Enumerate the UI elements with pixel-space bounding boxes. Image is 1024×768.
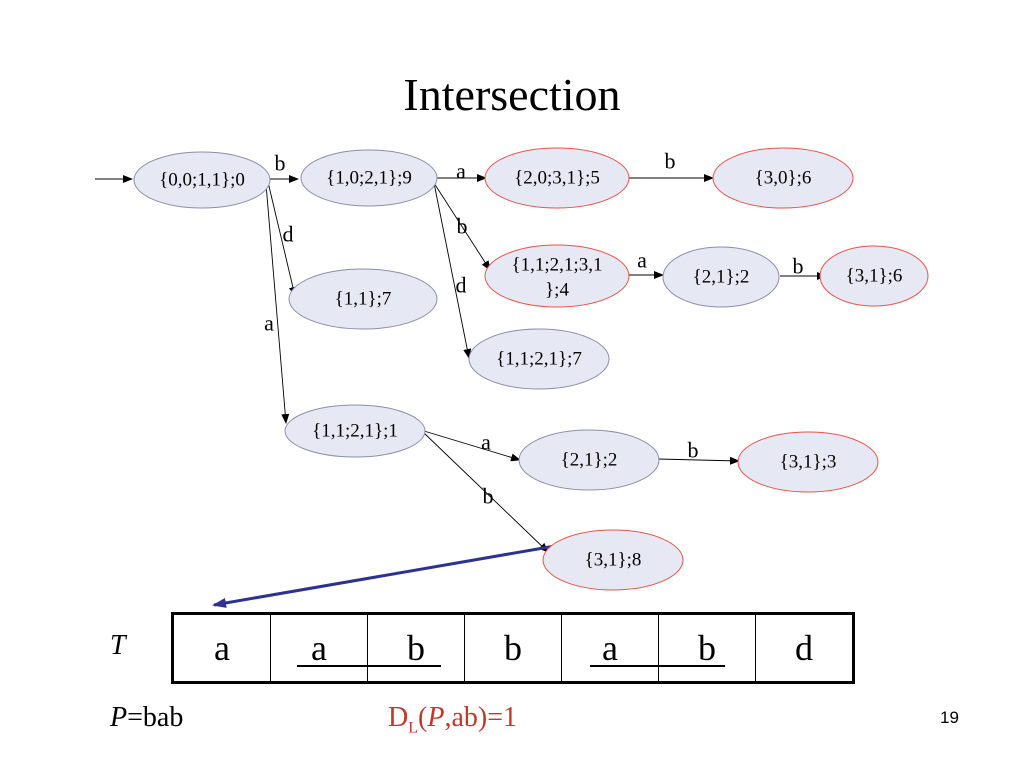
pattern-value: =bab [127, 702, 184, 733]
distance-rest: ,ab)=1 [444, 702, 517, 733]
edge-n9-n12 [423, 432, 549, 553]
svg-text:{0,0;1,1};0: {0,0;1,1};0 [159, 170, 245, 191]
svg-text:};4: };4 [545, 280, 569, 301]
state-node: {0,0;1,1};0 [133, 151, 271, 209]
svg-text:{1,1};7: {1,1};7 [335, 289, 392, 310]
distance-var: P [427, 702, 445, 733]
edge-label-n0-n7: d [283, 222, 294, 247]
state-node: {2,1};2 [662, 246, 780, 308]
distance-symbol: D [388, 702, 409, 733]
text-cell: b [658, 613, 756, 683]
state-node: {1,0;2,1};9 [300, 149, 438, 207]
edge-label-n0-n1: b [275, 151, 286, 176]
pattern-definition: P=bab [110, 702, 183, 734]
edge-n0-n7 [267, 181, 297, 297]
edge-label-n10-n11: b [688, 438, 699, 463]
svg-text:{2,1};2: {2,1};2 [561, 450, 618, 471]
text-cell: a [270, 613, 368, 683]
edge-label-n0-n9: a [264, 311, 274, 336]
distance-result: DL(P,ab)=1 [388, 702, 517, 738]
svg-text:{1,1;2,1};1: {1,1;2,1};1 [312, 421, 398, 442]
edge-label-n1-n2: a [456, 159, 466, 184]
state-node: {1,1};7 [288, 268, 438, 330]
text-label: T [110, 630, 126, 661]
svg-text:{1,1;2,1;3,1: {1,1;2,1;3,1 [512, 255, 603, 276]
distance-subscript: L [408, 719, 419, 737]
state-node-final: {3,1};6 [819, 245, 929, 307]
edge-label-n9-n12: b [483, 484, 494, 509]
edge-n1-n4 [433, 182, 491, 271]
text-cell: a [214, 628, 230, 668]
svg-text:{1,0;2,1};9: {1,0;2,1};9 [326, 168, 412, 189]
text-string-table: a a b b a b d [171, 612, 855, 684]
edge-label-n9-n10: a [481, 430, 491, 455]
state-node: {1,1;2,1};7 [468, 328, 610, 390]
state-node-final: {3,1};3 [737, 431, 879, 493]
svg-text:{3,1};8: {3,1};8 [585, 550, 642, 571]
slide-number: 19 [940, 708, 959, 727]
edge-label-n2-n3: b [665, 149, 676, 174]
match-pointer-arrow [212, 544, 556, 608]
svg-text:{1,1;2,1};7: {1,1;2,1};7 [496, 349, 582, 370]
text-cell: b [464, 613, 562, 683]
edge-n10-n11 [657, 456, 740, 465]
svg-text:{2,1};2: {2,1};2 [693, 267, 750, 288]
state-node-final: {3,1};8 [542, 529, 684, 591]
edge-label-n1-n4: b [457, 214, 468, 239]
svg-text:{3,1};3: {3,1};3 [780, 452, 837, 473]
state-node-final: {2,0;3,1};5 [484, 147, 630, 209]
svg-text:{3,1};6: {3,1};6 [846, 266, 903, 287]
state-node-final: {1,1;2,1;3,1 };4 [484, 244, 630, 308]
state-node-final: {3,0};6 [712, 147, 854, 209]
edge-label-n5-n6: b [793, 254, 804, 279]
distance-open: ( [418, 702, 428, 733]
edge-label-n4-n5: a [637, 248, 647, 273]
edge-n9-n10 [423, 430, 521, 462]
edge-label-n1-n8: d [456, 273, 467, 298]
pattern-var: P [110, 702, 128, 733]
text-cell: b [367, 613, 465, 683]
edge-n0-n9 [265, 183, 290, 424]
slide-title: Intersection [403, 69, 621, 120]
svg-text:{2,0;3,1};5: {2,0;3,1};5 [514, 168, 600, 189]
state-node: {1,1;2,1};1 [284, 404, 426, 458]
edge-n1-n8 [433, 182, 472, 359]
text-cell: a [561, 613, 659, 683]
text-cell: d [755, 613, 854, 683]
state-node: {2,1};2 [518, 429, 660, 491]
svg-text:{3,0};6: {3,0};6 [755, 168, 812, 189]
